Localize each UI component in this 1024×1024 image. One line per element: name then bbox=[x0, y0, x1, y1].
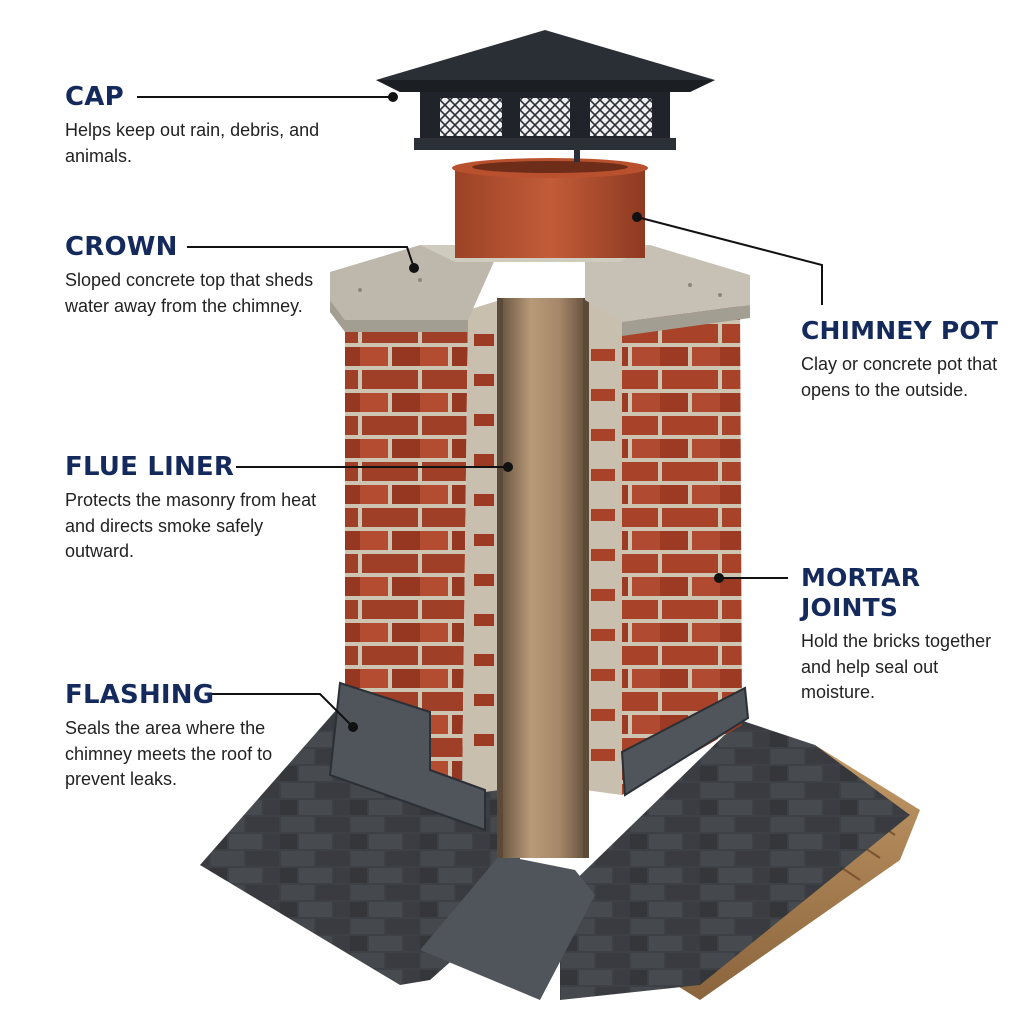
flashing-left bbox=[328, 681, 486, 832]
cap-dot bbox=[388, 92, 398, 102]
flashing-apron bbox=[420, 855, 595, 1000]
leader-dots bbox=[348, 92, 724, 732]
chimney-pot-callout: CHIMNEY POT Clay or concrete pot that op… bbox=[801, 316, 1016, 403]
pot-dot bbox=[632, 212, 642, 222]
chimney-pot bbox=[452, 158, 648, 258]
cap-title: CAP bbox=[65, 82, 124, 112]
chimney-pot-description: Clay or concrete pot that opens to the o… bbox=[801, 354, 998, 400]
cap-callout: CAP Helps keep out rain, debris, and ani… bbox=[65, 82, 325, 169]
flashing-dot bbox=[348, 722, 358, 732]
pot-leader bbox=[636, 216, 823, 305]
roof bbox=[200, 700, 920, 1000]
flue-liner-title: FLUE LINER bbox=[65, 452, 235, 482]
flue-liner-callout: FLUE LINER Protects the masonry from hea… bbox=[65, 452, 325, 565]
leader-lines bbox=[137, 96, 823, 728]
crown-callout: CROWN Sloped concrete top that sheds wat… bbox=[65, 232, 325, 319]
chimney-body bbox=[345, 298, 742, 858]
chimney-cap bbox=[376, 30, 715, 162]
chimney-pot-title: CHIMNEY POT bbox=[801, 316, 999, 345]
flue-liner bbox=[503, 298, 583, 858]
step-flashing bbox=[328, 681, 750, 832]
flue-liner-description: Protects the masonry from heat and direc… bbox=[65, 490, 317, 561]
mortar-joints-callout: MORTAR JOINTS Hold the bricks together a… bbox=[801, 563, 1016, 706]
left-brick-face bbox=[345, 310, 468, 795]
mortar-joints-title: MORTAR JOINTS bbox=[801, 563, 921, 622]
flashing-title: FLASHING bbox=[65, 680, 215, 710]
right-brick-face bbox=[622, 300, 742, 795]
crown bbox=[330, 245, 750, 336]
crown-dot bbox=[409, 263, 419, 273]
flashing-leader bbox=[208, 693, 354, 728]
flashing-right bbox=[620, 686, 750, 797]
crown-title: CROWN bbox=[65, 232, 178, 262]
mortar-joints-description: Hold the bricks together and help seal o… bbox=[801, 631, 992, 702]
roof-right-slope bbox=[560, 720, 910, 1000]
crown-description: Sloped concrete top that sheds water awa… bbox=[65, 270, 314, 316]
cap-description: Helps keep out rain, debris, and animals… bbox=[65, 120, 320, 166]
flashing-description: Seals the area where the chimney meets t… bbox=[65, 718, 273, 789]
flashing-callout: FLASHING Seals the area where the chimne… bbox=[65, 680, 325, 793]
crown-leader bbox=[187, 246, 415, 269]
mortar-dot bbox=[714, 573, 724, 583]
flue-dot bbox=[503, 462, 513, 472]
